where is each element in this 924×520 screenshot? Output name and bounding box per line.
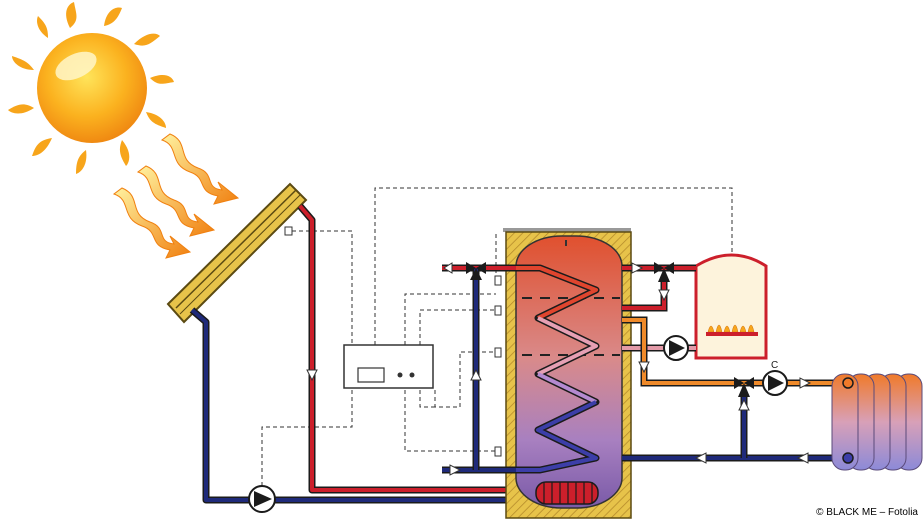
sun-disc <box>37 33 147 143</box>
flow-arrow-bypass-up <box>738 398 750 411</box>
flow-arrow-radiator-in <box>799 377 812 389</box>
boiler <box>694 253 768 360</box>
copyright-credit: © BLACK ME – Fotolia <box>816 507 918 518</box>
collector-sensor <box>284 226 293 236</box>
solar-pump <box>248 485 276 513</box>
heating-pump: C <box>762 360 788 396</box>
flow-arrow-heating-down <box>638 361 650 374</box>
flow-arrow-hot-out <box>443 262 453 274</box>
sun-highlight <box>55 51 97 81</box>
burner-flames <box>707 324 755 333</box>
mixing-valve-boiler <box>654 262 674 282</box>
controller-display <box>357 367 385 383</box>
domestic-water-pipes <box>442 264 516 474</box>
flow-arrow-return-left <box>694 452 707 464</box>
controller-led-1 <box>397 372 403 378</box>
mixing-valve-dhw <box>466 262 486 280</box>
flow-arrow-boiler-out <box>631 262 644 274</box>
flow-arrow-radiator-return <box>796 452 809 464</box>
controller-led-2 <box>409 372 415 378</box>
solar-coil <box>535 481 599 505</box>
pump-c-label: C <box>771 360 778 371</box>
flow-arrow-solar-down <box>306 369 318 382</box>
flow-arrow-cold-in <box>449 464 462 476</box>
solar-collector <box>166 182 308 324</box>
dhw-coil <box>516 264 600 474</box>
controller-unit <box>343 344 434 389</box>
sun-rays <box>8 2 174 174</box>
tank-lid <box>503 228 631 232</box>
mixing-valve-heating <box>734 377 754 397</box>
flow-arrow-up <box>470 368 482 381</box>
heat-rays <box>112 133 240 259</box>
tank-sensors <box>494 275 502 457</box>
control-wiring <box>261 187 733 488</box>
boiler-pump <box>663 335 689 361</box>
solar-loop <box>189 203 520 504</box>
sun <box>8 2 174 174</box>
flow-arrow-boiler-return <box>658 289 670 302</box>
radiator <box>831 373 923 471</box>
